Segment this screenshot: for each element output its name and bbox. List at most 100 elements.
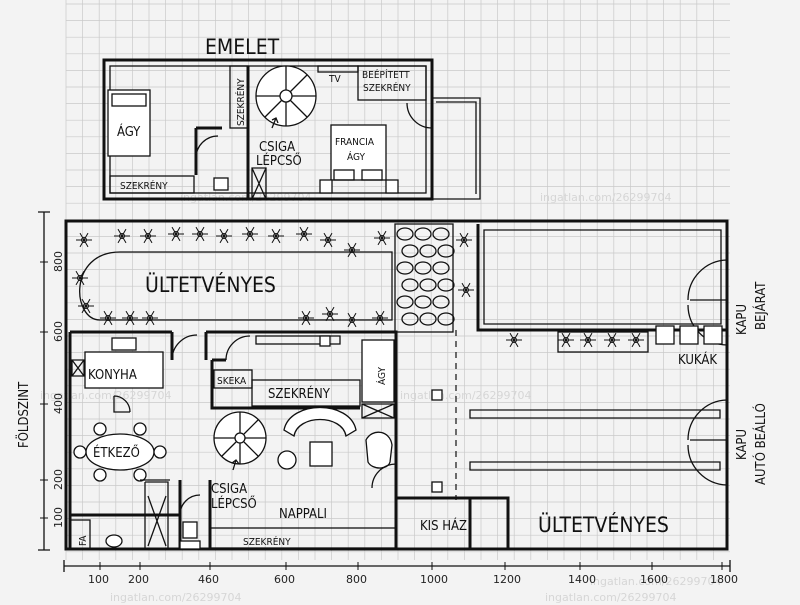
x-tick-label: 460 — [198, 573, 219, 586]
garden-bottom-label: ÜLTETVÉNYES — [538, 512, 669, 537]
plant-icon — [604, 332, 620, 348]
kitchen-label: KONYHA — [88, 368, 137, 383]
wardrobe-bottom-label: SZEKRÉNY — [243, 535, 291, 548]
plant-icon — [78, 298, 94, 314]
y-tick-label: 100 — [52, 507, 65, 528]
upper-french-label-2: ÁGY — [347, 150, 365, 163]
upper-wardrobe-label: SZEKRÉNY — [120, 179, 168, 192]
plant-icon — [268, 228, 284, 244]
plant-icon — [76, 232, 92, 248]
gate-car-label-1: KAPU — [735, 429, 750, 460]
watermark: ingatlan.com/26299704 — [590, 575, 722, 588]
upper-french-label-1: FRANCIA — [335, 137, 375, 148]
upper-wardrobe-vertical-label: SZEKRÉNY — [234, 78, 247, 126]
watermark: ingatlan.com/26299704 — [540, 191, 672, 204]
dining-table — [73, 422, 167, 482]
plant-icon — [100, 310, 116, 326]
y-tick-label: 800 — [52, 251, 65, 272]
plant-icon — [458, 282, 474, 298]
ground-small-bed-label: ÁGY — [375, 367, 388, 385]
garden-top-bed — [79, 251, 393, 321]
plant-icon — [374, 230, 390, 246]
y-tick-label: 400 — [52, 393, 65, 414]
watermarks: ingatlan.com/26299704 ingatlan.com/26299… — [40, 191, 722, 604]
dining-label: ÉTKEZŐ — [93, 445, 140, 461]
watermark: ingatlan.com/26299704 — [110, 591, 242, 604]
x-tick-label: 600 — [274, 573, 295, 586]
plant-icon — [192, 226, 208, 242]
x-tick-label: 1600 — [640, 573, 668, 586]
x-tick-label: 1800 — [710, 573, 738, 586]
plant-icon — [320, 232, 336, 248]
plant-icon — [168, 226, 184, 242]
bin — [679, 325, 699, 345]
sofa — [283, 406, 357, 438]
upper-floor-title: EMELET — [205, 35, 280, 59]
plants — [72, 226, 644, 348]
plant-icon — [372, 310, 388, 326]
living-label: NAPPALI — [279, 507, 327, 522]
upper-tv-label: TV — [328, 74, 341, 85]
plant-icon — [242, 226, 258, 242]
gate-entry-label-1: KAPU — [735, 304, 750, 335]
bin — [655, 325, 675, 345]
upper-spiral-label-2: LÉPCSŐ — [256, 153, 302, 169]
plant-icon — [72, 270, 88, 286]
kitchen-counter — [84, 351, 164, 389]
ground-spiral-label-2: LÉPCSŐ — [211, 496, 257, 512]
shelf-label: SKEKA — [217, 376, 247, 387]
upper-bed-label: ÁGY — [117, 124, 141, 140]
ground-outer-wall — [64, 219, 729, 551]
balcony — [432, 97, 481, 200]
axes: 100 200 460 600 800 1000 1200 1400 1600 1800 800 6… — [15, 211, 738, 586]
plant-icon — [344, 242, 360, 258]
bath-label: FA — [78, 535, 89, 546]
balcony-door — [406, 102, 433, 129]
upper-spiral-label-1: CSIGA — [259, 140, 295, 155]
stone-path — [394, 223, 454, 333]
x-tick-label: 100 — [88, 573, 109, 586]
ground-small-bed — [361, 339, 395, 403]
watermark: ingatlan.com/26299704 — [545, 591, 677, 604]
watermark: ingatlan.com/26299704 — [40, 389, 172, 402]
small-house-label: KIS HÁZ — [420, 518, 467, 534]
plant-icon — [142, 310, 158, 326]
ground-spiral-label-1: CSIGA — [211, 482, 247, 497]
plant-icon — [114, 228, 130, 244]
ground-floor: ÜLTETVÉNYES KAPU BEJÁRAT KUKÁK KAPU AUTÓ… — [64, 219, 769, 551]
plant-icon — [506, 332, 522, 348]
upper-french-bed — [330, 124, 387, 181]
upper-floor: EMELET ÁGY SZEKRÉNY SZEKRÉNY CSIG — [102, 35, 481, 201]
armchair — [365, 431, 393, 469]
x-tick-label: 1200 — [493, 573, 521, 586]
bath-door — [195, 135, 219, 159]
bin — [703, 325, 723, 345]
garden-top-label: ÜLTETVÉNYES — [145, 272, 276, 297]
x-tick-label: 800 — [346, 573, 367, 586]
plant-icon — [580, 332, 596, 348]
plant-icon — [456, 232, 472, 248]
x-tick-label: 1000 — [420, 573, 448, 586]
plant-icon — [216, 228, 232, 244]
gate-entry-label-2: BEJÁRAT — [753, 281, 769, 330]
ground-floor-title: FÖLDSZINT — [15, 381, 32, 448]
gate-car-label-2: AUTÓ BEÁLLÓ — [753, 403, 769, 485]
plant-icon — [296, 226, 312, 242]
plant-icon — [322, 306, 338, 322]
gate-car — [687, 399, 728, 486]
upper-builtin-label-2: SZEKRÉNY — [363, 81, 411, 94]
plant-icon — [298, 310, 314, 326]
upper-builtin-label-1: BEÉPÍTETT — [362, 68, 410, 81]
upper-spiral-stair — [255, 65, 317, 127]
plant-icon — [140, 228, 156, 244]
y-tick-label: 200 — [52, 469, 65, 490]
plant-icon — [628, 332, 644, 348]
y-tick-label: 600 — [52, 321, 65, 342]
ground-spiral-stair — [213, 411, 267, 465]
plant-icon — [558, 332, 574, 348]
wardrobe-mid-label: SZEKRÉNY — [268, 386, 331, 402]
bins-label: KUKÁK — [678, 352, 717, 368]
upper-toilet — [213, 177, 229, 191]
x-tick-label: 1400 — [568, 573, 596, 586]
